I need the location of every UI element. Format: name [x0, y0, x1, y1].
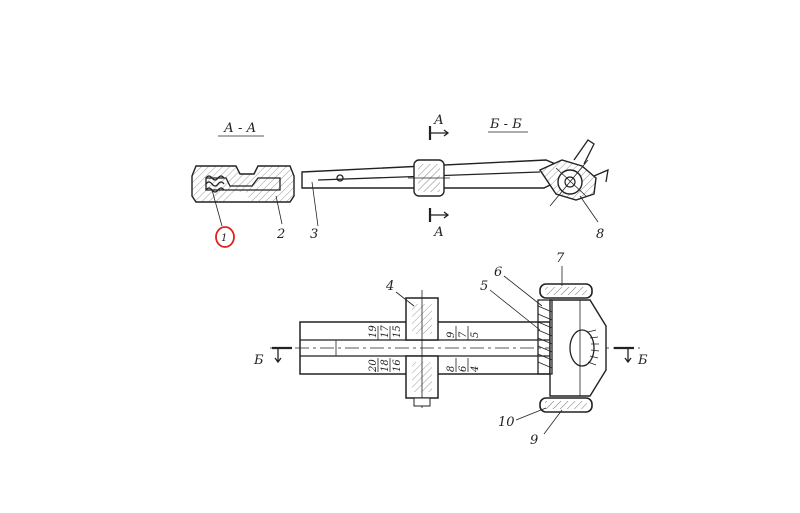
plan-view: Б Б 4 19 17 15 9 7 5: [253, 251, 648, 448]
part-label-4: 4: [385, 279, 394, 294]
scale-lr-2: 6: [458, 365, 469, 372]
scale-ur-1: 9: [446, 331, 457, 338]
part-label-1: 1: [221, 233, 227, 244]
cut-label-b-left: Б: [253, 353, 264, 368]
scale-lower-left: 20 18 16: [368, 358, 403, 373]
cut-label-a-bottom: А: [433, 225, 444, 240]
cut-label-b-right: Б: [637, 353, 648, 368]
part-label-6: 6: [494, 265, 502, 280]
hinge-assembly: [538, 139, 609, 207]
head-assembly: [537, 283, 607, 413]
spring-coils: [205, 175, 225, 193]
scale-ul-1: 19: [368, 325, 379, 338]
part-label-9: 9: [530, 433, 538, 448]
scale-ur-3: 5: [470, 332, 481, 338]
part-label-3: 3: [310, 227, 318, 242]
scale-ur-2: 7: [458, 331, 469, 338]
scale-upper-right: 9 7 5: [446, 326, 481, 340]
section-aa-view: А - А 1 2: [191, 121, 295, 248]
scale-ul-3: 15: [392, 325, 403, 338]
part-label-8: 8: [596, 227, 604, 242]
scale-ll-2: 18: [380, 359, 391, 372]
part-label-5: 5: [480, 279, 488, 294]
scale-lr-1: 8: [446, 366, 457, 372]
part-label-10: 10: [498, 415, 515, 430]
section-bb-title: Б - Б: [489, 117, 522, 132]
section-bb-view: Б - Б А А 3 8: [301, 113, 609, 242]
scale-ul-2: 17: [380, 325, 391, 338]
scale-lr-3: 4: [470, 366, 481, 373]
scale-upper-left: 19 17 15: [368, 325, 403, 340]
slider-block: [405, 290, 439, 408]
part-label-7: 7: [556, 251, 565, 266]
scale-lower-right: 8 6 4: [446, 358, 481, 373]
cut-label-a-top: А: [433, 113, 444, 128]
section-aa-title: А - А: [223, 121, 256, 136]
part-label-2: 2: [276, 227, 285, 242]
highlight-circle: [215, 226, 235, 248]
scale-ll-1: 20: [368, 359, 379, 373]
scale-ll-3: 16: [392, 359, 403, 372]
